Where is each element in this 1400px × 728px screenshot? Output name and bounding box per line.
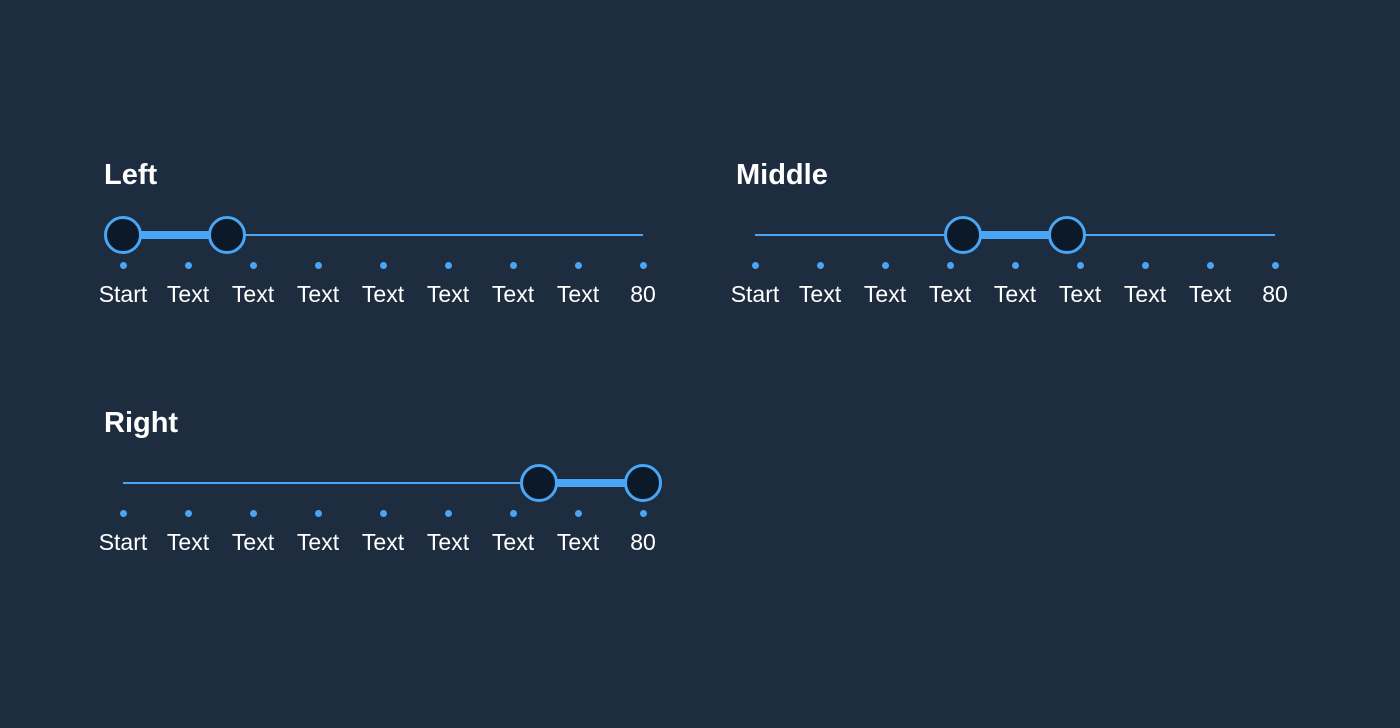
tick-mark — [1271, 262, 1279, 269]
tick-label: Start — [98, 529, 148, 555]
tick-mark — [1076, 262, 1084, 269]
tick-mark — [119, 262, 127, 269]
tick-label: Text — [556, 281, 600, 307]
tick-label: Text — [296, 281, 340, 307]
tick-mark — [444, 262, 452, 269]
tick-label: Text — [231, 281, 275, 307]
slider-left-section: Left Start Text Text Text Text Text Text Text 80 — [97, 158, 697, 328]
tick-mark — [249, 510, 257, 517]
tick-label: Text — [296, 529, 340, 555]
tick-mark — [574, 262, 582, 269]
slider-selected-range — [963, 231, 1067, 239]
tick-mark — [639, 510, 647, 517]
tick-mark — [184, 510, 192, 517]
slider-end-thumb[interactable] — [1048, 216, 1086, 254]
tick-mark — [509, 510, 517, 517]
tick-label: Text — [166, 281, 210, 307]
tick-mark — [314, 262, 322, 269]
tick-mark — [444, 510, 452, 517]
tick-label: Text — [928, 281, 972, 307]
tick-mark — [639, 262, 647, 269]
tick-mark — [1206, 262, 1214, 269]
tick-label: Text — [993, 281, 1037, 307]
slider-title: Middle — [736, 159, 828, 191]
tick-label: Text — [863, 281, 907, 307]
tick-label: Text — [491, 529, 535, 555]
tick-mark — [1141, 262, 1149, 269]
tick-label: Text — [1058, 281, 1102, 307]
tick-label: 80 — [630, 529, 656, 555]
slider-track[interactable] — [123, 234, 643, 236]
slider-right-section: Right Start Text Text Text Text Text Text Text 8… — [97, 406, 697, 576]
tick-mark — [574, 510, 582, 517]
tick-label: Text — [1188, 281, 1232, 307]
tick-label: Text — [556, 529, 600, 555]
tick-label: Text — [426, 529, 470, 555]
tick-label: Text — [361, 529, 405, 555]
tick-label: 80 — [1262, 281, 1288, 307]
range-slider-middle[interactable]: Start Text Text Text Text Text Text Text 80 — [729, 198, 1329, 308]
tick-mark — [379, 510, 387, 517]
slider-end-thumb[interactable] — [208, 216, 246, 254]
tick-mark — [751, 262, 759, 269]
slider-track[interactable] — [123, 482, 643, 484]
tick-mark — [249, 262, 257, 269]
tick-label: Text — [361, 281, 405, 307]
tick-label: Start — [98, 281, 148, 307]
slider-start-thumb[interactable] — [944, 216, 982, 254]
tick-label: 80 — [630, 281, 656, 307]
tick-label: Text — [231, 529, 275, 555]
slider-title: Left — [104, 159, 158, 191]
tick-label: Text — [426, 281, 470, 307]
slider-start-thumb[interactable] — [104, 216, 142, 254]
tick-mark — [119, 510, 127, 517]
slider-start-thumb[interactable] — [520, 464, 558, 502]
tick-mark — [881, 262, 889, 269]
slider-middle-section: Middle Start Text Text Text Text Text Text Text… — [729, 158, 1329, 328]
tick-mark — [1011, 262, 1019, 269]
tick-label: Text — [166, 529, 210, 555]
tick-label: Text — [491, 281, 535, 307]
slider-selected-range — [539, 479, 643, 487]
tick-mark — [314, 510, 322, 517]
tick-mark — [509, 262, 517, 269]
range-slider-left[interactable]: Start Text Text Text Text Text Text Text 80 — [97, 198, 697, 308]
tick-mark — [946, 262, 954, 269]
tick-mark — [184, 262, 192, 269]
tick-mark — [816, 262, 824, 269]
tick-label: Start — [730, 281, 780, 307]
slider-title: Right — [104, 407, 179, 439]
slider-selected-range — [123, 231, 227, 239]
tick-mark — [379, 262, 387, 269]
tick-label: Text — [798, 281, 842, 307]
tick-label: Text — [1123, 281, 1167, 307]
slider-end-thumb[interactable] — [624, 464, 662, 502]
range-slider-right[interactable]: Start Text Text Text Text Text Text Text 80 — [97, 446, 697, 556]
